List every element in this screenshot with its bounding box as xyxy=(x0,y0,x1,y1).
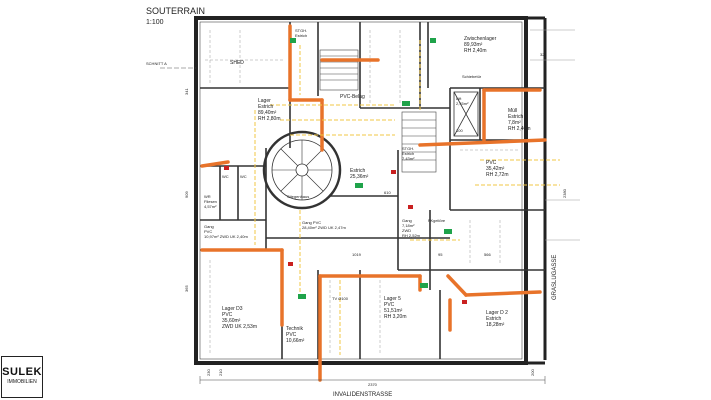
dim-200: 200 xyxy=(530,369,535,376)
room-gang-east: Gang 7,18m² ZWD RH 2,52m xyxy=(402,218,421,238)
room-muell: Müll Estrich 7,8m² RH 2,40m xyxy=(508,108,531,132)
room-wc-2: WC xyxy=(240,174,247,179)
room-lift: Lift 2,45m² xyxy=(456,96,469,106)
room-fkgeliore: FKgeliöre xyxy=(428,218,446,223)
room-estrich-center: Estrich 25,36m² xyxy=(350,168,369,180)
interior-walls xyxy=(200,22,545,359)
dim-100: 100 xyxy=(456,128,463,133)
green-exit-signs xyxy=(290,38,452,299)
logo-subtitle: IMMOBILIEN xyxy=(7,379,37,385)
room-stiegenhaus: Stiegenhaus xyxy=(287,194,309,199)
dim-2380: 2380 xyxy=(562,188,567,198)
bottom-dimension-line xyxy=(199,376,546,384)
room-gang-center: Gang PVC 28,40m² ZWD UK 2,47m xyxy=(302,220,346,230)
dimension-labels: 120 2370 1019 95 566 610 341 909 365 238… xyxy=(184,16,567,387)
ceiling-lines xyxy=(205,30,520,355)
street-graslugasse: GRASLUGASSE xyxy=(552,255,558,300)
room-lager-estrich: Lager Estrich 89,40m² RH 2,80m xyxy=(258,98,281,122)
room-shed: SHED xyxy=(230,60,244,66)
dim-321: 321 xyxy=(540,52,547,57)
dim-341: 341 xyxy=(184,88,189,95)
room-technik: Technik PVC 10,66m² xyxy=(286,326,305,344)
dim-tv: TV Ø100 xyxy=(332,296,349,301)
dim-566: 566 xyxy=(484,252,491,257)
red-markers xyxy=(224,166,467,304)
dim-230: 230 xyxy=(206,369,211,376)
dim-95: 95 xyxy=(438,252,443,257)
dim-120: 120 xyxy=(296,16,303,21)
plan-title: SOUTERRAIN xyxy=(146,6,205,16)
outer-walls xyxy=(194,16,547,365)
street-invalidenstrasse: INVALIDENSTRASSE xyxy=(333,392,392,398)
room-lager-d3: Lager D3 PVC 35,60m² ZWD UK 2,53m xyxy=(222,306,257,330)
dim-610: 610 xyxy=(384,190,391,195)
dim-909: 909 xyxy=(184,191,189,198)
room-labels: Zwischenlager 89,93m² RH 2,40m STGH. Est… xyxy=(204,28,531,344)
section-mark: SCHNITT A xyxy=(146,61,167,66)
room-pvc-belag: PVC-Belag xyxy=(340,94,365,100)
room-schiebetuer: Schiebetür xyxy=(462,74,482,79)
sulek-logo: SULEK IMMOBILIEN xyxy=(1,356,43,398)
room-wr: WR Fliesen 4,57m² xyxy=(204,194,218,209)
yellow-markup-lines xyxy=(254,40,560,355)
dim-210: 210 xyxy=(218,369,223,376)
lift-shaft xyxy=(453,91,479,137)
plan-scale: 1:100 xyxy=(146,19,164,26)
dim-365: 365 xyxy=(184,285,189,292)
room-lager-d2: Lager D 2 Estrich 18,28m² xyxy=(486,310,509,328)
room-pvc-east: PVC 35,42m² RH 2,72m xyxy=(486,160,509,178)
room-stgh-center: STGH. Estrich 7,43m² xyxy=(402,146,415,161)
room-stgh-north: STGH. Estrich xyxy=(295,28,308,38)
room-wc-1: WC xyxy=(222,174,229,179)
room-zwischenlager: Zwischenlager 89,93m² RH 2,40m xyxy=(464,36,498,54)
spiral-staircase xyxy=(262,130,342,210)
dim-2370: 2370 xyxy=(368,382,378,387)
room-gang-west: Gang PVC 10,97m² ZWD UK 2,40m xyxy=(204,224,248,239)
logo-name: SULEK xyxy=(2,366,42,378)
dim-1019: 1019 xyxy=(352,252,362,257)
room-lager-5: Lager 5 PVC 51,51m² RH 3,20m xyxy=(384,296,407,320)
right-annotation-marks xyxy=(530,29,580,241)
